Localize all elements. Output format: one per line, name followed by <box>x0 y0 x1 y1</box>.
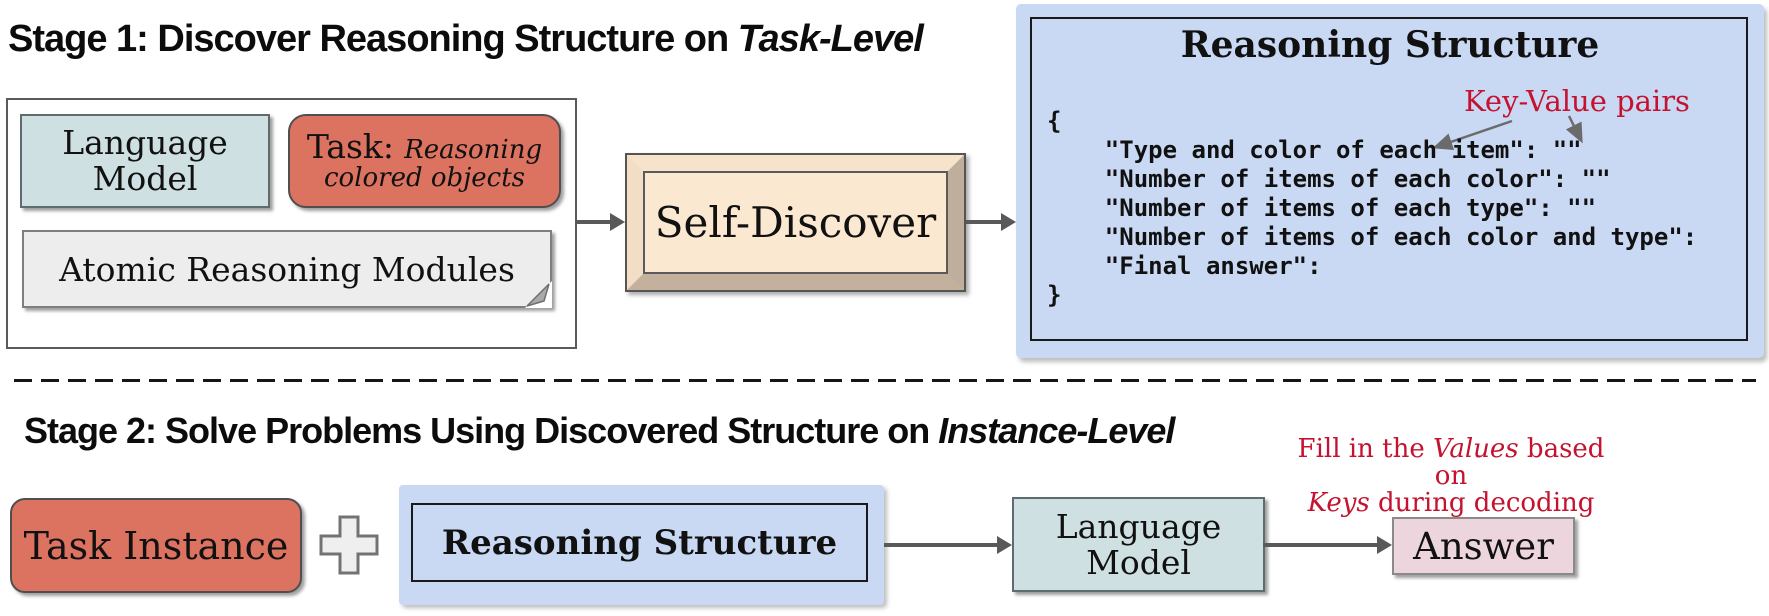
key-value-pairs-annotation: Key-Value pairs <box>1464 84 1690 118</box>
arrow-right-icon <box>1263 535 1392 555</box>
task-box: Task: Reasoning colored objects <box>288 114 561 208</box>
keys-word: Keys <box>1307 488 1370 518</box>
reasoning-structure-panel-title: Reasoning Structure <box>1180 24 1600 66</box>
reasoning-structure-code: { "Type and color of each item": "" "Num… <box>1047 107 1697 310</box>
answer-box: Answer <box>1392 517 1575 575</box>
reasoning-structure-box: Reasoning Structure <box>399 485 884 605</box>
task-description-line2: colored objects <box>323 162 525 193</box>
self-discover-label: Self-Discover <box>643 171 948 274</box>
code-line: "Number of items of each color and type"… <box>1047 223 1698 251</box>
self-discover-frame: Self-Discover <box>627 155 964 290</box>
stage-divider <box>14 379 1756 382</box>
code-line: { <box>1047 107 1062 135</box>
decoding-annotation: Fill in the Values based on Keys during … <box>1297 434 1605 518</box>
stage2-title-emphasis: Instance-Level <box>938 410 1175 451</box>
atomic-reasoning-modules-box: Atomic Reasoning Modules <box>22 230 552 308</box>
stage1-title-text: Stage 1: Discover Reasoning Structure on <box>8 18 738 60</box>
task-label-group: Task: Reasoning colored objects <box>306 127 543 193</box>
code-line: "Final answer": <box>1047 252 1322 280</box>
task-label: Task: <box>306 127 395 167</box>
arrow-right-icon <box>966 212 1016 232</box>
stage2-title-text: Stage 2: Solve Problems Using Discovered… <box>24 410 939 451</box>
code-line: } <box>1047 281 1062 309</box>
arrow-right-icon <box>575 212 625 232</box>
reasoning-structure-panel-border <box>1030 17 1748 341</box>
stage1-title: Stage 1: Discover Reasoning Structure on… <box>8 18 924 61</box>
code-line: "Number of items of each type": "" <box>1047 194 1597 222</box>
arrow-right-icon <box>884 535 1012 555</box>
task-description-line1: Reasoning <box>404 135 543 166</box>
reasoning-structure-box-label: Reasoning Structure <box>411 503 868 582</box>
self-discover-box: Self-Discover <box>625 153 966 292</box>
stage2-title: Stage 2: Solve Problems Using Discovered… <box>24 410 1175 452</box>
stage1-title-emphasis: Task-Level <box>737 18 924 60</box>
atomic-reasoning-modules-label: Atomic Reasoning Modules <box>59 249 515 289</box>
task-instance-box: Task Instance <box>10 498 302 593</box>
values-word: Values <box>1432 434 1519 464</box>
code-line: "Type and color of each item": "" <box>1047 136 1582 164</box>
folded-corner-icon <box>525 281 552 308</box>
code-line: "Number of items of each color": "" <box>1047 165 1611 193</box>
reasoning-structure-panel: Reasoning Structure Key-Value pairs { "T… <box>1016 4 1764 358</box>
plus-icon <box>319 515 379 575</box>
